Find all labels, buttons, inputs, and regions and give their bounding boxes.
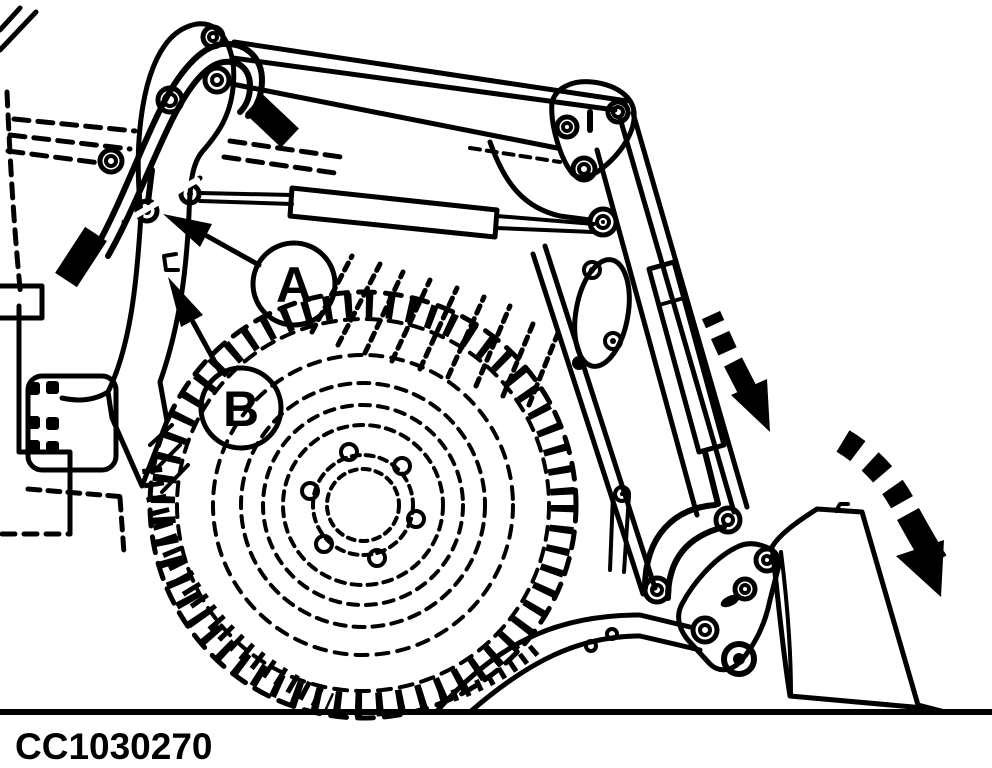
mast-hook-notch: [162, 252, 180, 272]
callout-b: B: [168, 277, 284, 451]
hose-coupler-icon: [245, 94, 299, 148]
callout-a: A: [163, 214, 338, 328]
bucket-linkage: [608, 485, 782, 677]
callout-b-leader: [190, 319, 224, 376]
callout-a-arrow-icon: [163, 214, 212, 247]
arm-lightening-slot: [572, 257, 632, 369]
bucket-roll-arrow-icon: [836, 430, 947, 597]
callout-a-label: A: [276, 257, 312, 313]
callout-a-circle: [250, 240, 338, 328]
tire-tread-ring: [151, 293, 575, 717]
hydraulic-hoses: [55, 40, 299, 288]
figure-code: CC1030270: [15, 726, 212, 767]
knee-gusset-plate: [549, 79, 637, 183]
callout-b-label: B: [223, 381, 259, 437]
callout-b-circle: [198, 365, 284, 451]
callout-b-arrow-icon: [168, 277, 203, 327]
boom-cylinder: [198, 185, 619, 240]
callout-a-leader: [204, 233, 262, 268]
bucket-cylinder: [646, 259, 727, 507]
boom-down-arrow-icon: [701, 310, 770, 432]
tractor-rear-frame: [0, 5, 351, 556]
hose-coupler-icon: [55, 226, 107, 288]
